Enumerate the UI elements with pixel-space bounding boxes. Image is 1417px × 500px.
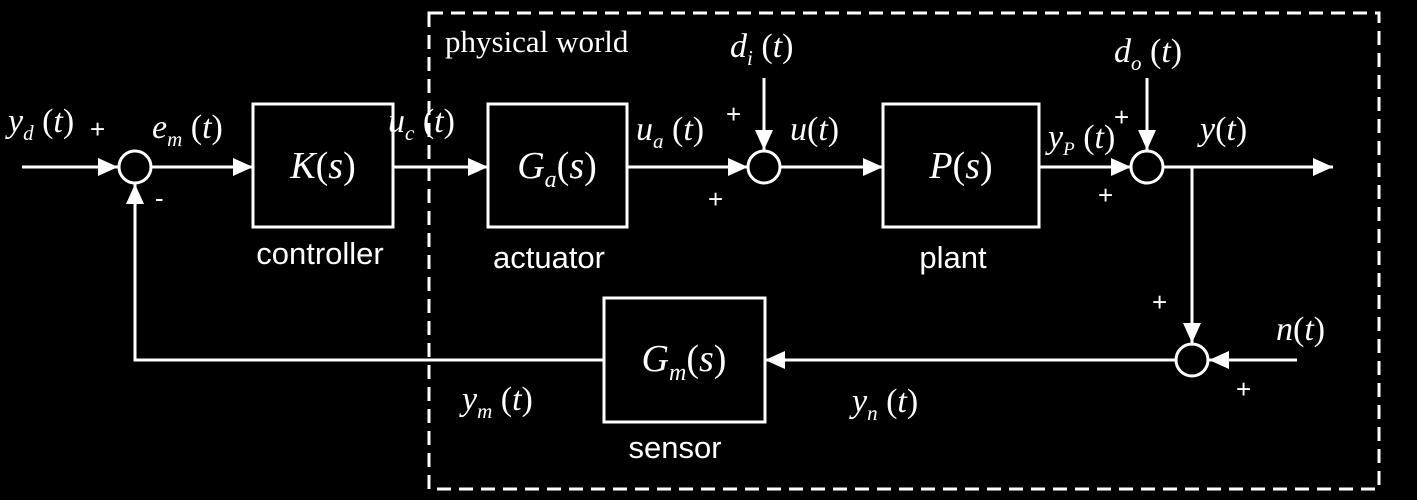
control-signal-label: uc (t) (388, 103, 455, 145)
arrowhead (126, 184, 144, 204)
reference-signal-label: yd (t) (5, 103, 74, 145)
plant-output-label: yP (t) (1045, 119, 1115, 160)
sign-plant-output-plus: + (1098, 180, 1113, 210)
summing-junction-error (117, 149, 153, 185)
actuator-box (486, 102, 629, 229)
arrowhead (468, 158, 488, 176)
noise-signal-label: n(t) (1276, 311, 1325, 348)
sign-actuator-plus: + (708, 184, 723, 214)
controller-caption: controller (256, 236, 384, 271)
arrowhead (765, 351, 785, 369)
feedback-line (133, 184, 604, 362)
arrowhead (98, 158, 118, 176)
output-signal-label: y(t) (1197, 111, 1247, 148)
sign-reference-plus: + (90, 114, 105, 144)
plant-input-label: u(t) (790, 111, 839, 148)
signal-paths (22, 78, 1333, 362)
arrowhead (728, 158, 748, 176)
sensor-block: Gm(s) (602, 296, 767, 424)
arrowhead (1183, 323, 1201, 343)
physical-world-boundary (427, 11, 1381, 491)
sensor-caption: sensor (628, 430, 721, 465)
summing-junction-input-disturbance (746, 149, 782, 185)
noisy-output-label: yn (t) (849, 383, 918, 425)
actuator-caption: actuator (493, 240, 605, 275)
physical-world-label: physical world (445, 24, 629, 59)
actuator-block: Ga(s) (486, 102, 629, 229)
arrowhead (755, 130, 773, 150)
sign-input-disturbance-plus: + (726, 99, 741, 129)
summing-junction-output-disturbance (1129, 149, 1165, 185)
plant-block: P(s) (881, 102, 1041, 229)
arrowhead (1209, 351, 1229, 369)
controller-block: K(s) (251, 102, 395, 229)
plant-transfer-function: P(s) (928, 145, 992, 187)
error-signal-label: em (t) (152, 109, 223, 151)
sensor-box (602, 296, 767, 424)
sign-feedback-minus: - (155, 183, 164, 213)
actuator-transfer-function: Ga(s) (517, 145, 597, 193)
measured-output-label: ym (t) (459, 381, 533, 423)
plant-caption: plant (919, 240, 987, 275)
arrowhead (1138, 130, 1156, 150)
sign-output-tap-plus: + (1152, 287, 1167, 317)
arrowhead (1111, 158, 1131, 176)
output-disturbance-label: do (t) (1114, 33, 1182, 75)
output-arrowhead (1313, 158, 1333, 176)
sign-output-disturbance-plus: + (1114, 102, 1129, 132)
summing-junction-noise (1174, 342, 1210, 378)
plant-box (881, 102, 1041, 229)
input-disturbance-label: di (t) (730, 28, 793, 70)
controller-box (251, 102, 395, 229)
sign-noise-plus: + (1236, 374, 1251, 404)
arrowhead (863, 158, 883, 176)
arrowheads (98, 130, 1333, 369)
actuator-output-label: ua (t) (636, 111, 704, 153)
sensor-transfer-function: Gm(s) (642, 338, 727, 386)
arrowhead (233, 158, 253, 176)
controller-transfer-function: K(s) (289, 145, 355, 187)
